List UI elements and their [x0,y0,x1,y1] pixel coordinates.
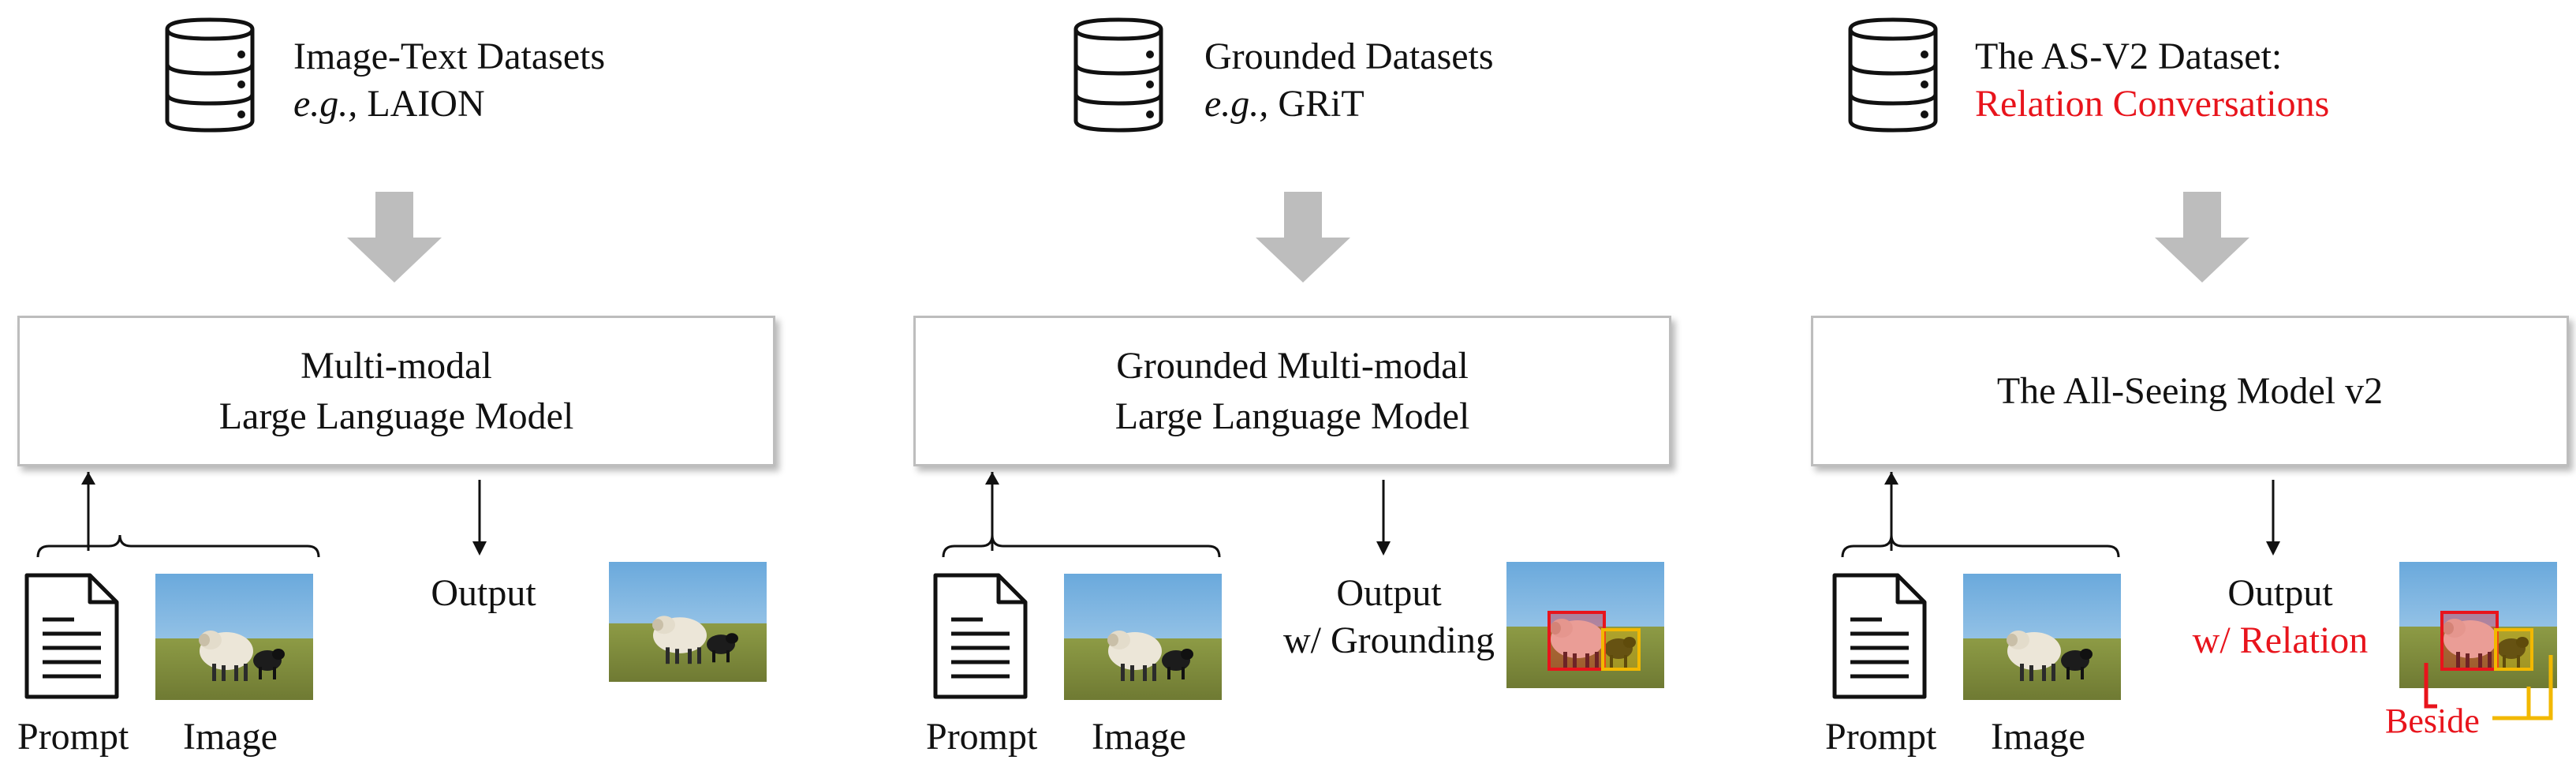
input-brace [942,472,1221,558]
database-icon [1070,16,1167,134]
output-image [609,562,767,682]
dataset-title: The AS-V2 Dataset: [1975,36,2283,77]
output-label: Output [431,572,536,614]
panel-image-text: Image-Text Datasets e.g., LAION Multi-mo… [0,0,836,771]
relation-connector [2424,655,2553,720]
input-brace [36,472,320,558]
grounding-box-sheep [1547,611,1606,671]
output-label: Output w/ Relation [2192,572,2369,661]
relation-output-image [2399,562,2557,688]
output-arrow [2266,480,2280,556]
down-arrow-icon [347,192,442,283]
output-label: Output w/ Grounding [1283,572,1495,661]
model-label: Grounded Multi-modal Large Language Mode… [1114,344,1470,437]
grounding-box-lamb [1601,628,1641,671]
document-icon [932,572,1030,702]
down-arrow-icon [1256,192,1350,283]
output-arrow [1376,480,1391,556]
dataset-example: GRiT [1278,83,1365,125]
input-brace [1841,472,2120,558]
grounded-output-image [1506,562,1664,688]
prompt-label: Prompt [926,716,1038,758]
dataset-caption: Grounded Datasets e.g., GRiT [1204,33,1494,128]
dataset-eg: e.g., [293,83,358,125]
dataset-caption: Image-Text Datasets e.g., LAION [293,33,605,128]
image-label: Image [183,716,278,758]
model-label: Multi-modal Large Language Model [218,344,574,437]
image-label: Image [1092,716,1186,758]
prompt-label: Prompt [17,716,129,758]
input-image [155,574,313,700]
prompt-label: Prompt [1825,716,1937,758]
document-icon [1831,572,1929,702]
dataset-example: LAION [367,83,485,125]
down-arrow-icon [2155,192,2249,283]
dataset-title: Grounded Datasets [1204,36,1494,77]
grounding-box-sheep [2440,611,2499,671]
dataset-eg: e.g., [1204,83,1269,125]
dataset-title: Image-Text Datasets [293,36,606,77]
output-arrow [472,480,487,556]
model-box: The All-Seeing Model v2 [1811,316,2569,466]
dataset-caption: The AS-V2 Dataset: Relation Conversation… [1975,33,2329,128]
input-image [1064,574,1222,700]
image-label: Image [1991,716,2085,758]
model-label: The All-Seeing Model v2 [1996,369,2384,412]
database-icon [161,16,259,134]
document-icon [24,572,121,702]
database-icon [1844,16,1942,134]
model-box: Multi-modal Large Language Model [17,316,775,466]
model-box: Grounded Multi-modal Large Language Mode… [913,316,1671,466]
dataset-highlight: Relation Conversations [1975,83,2330,125]
grounding-box-lamb [2494,628,2533,671]
input-image [1963,574,2121,700]
panel-grounded: Grounded Datasets e.g., GRiT Grounded Mu… [904,0,1740,771]
panel-all-seeing: The AS-V2 Dataset: Relation Conversation… [1811,0,2576,771]
relation-label: Beside [2385,702,2480,740]
